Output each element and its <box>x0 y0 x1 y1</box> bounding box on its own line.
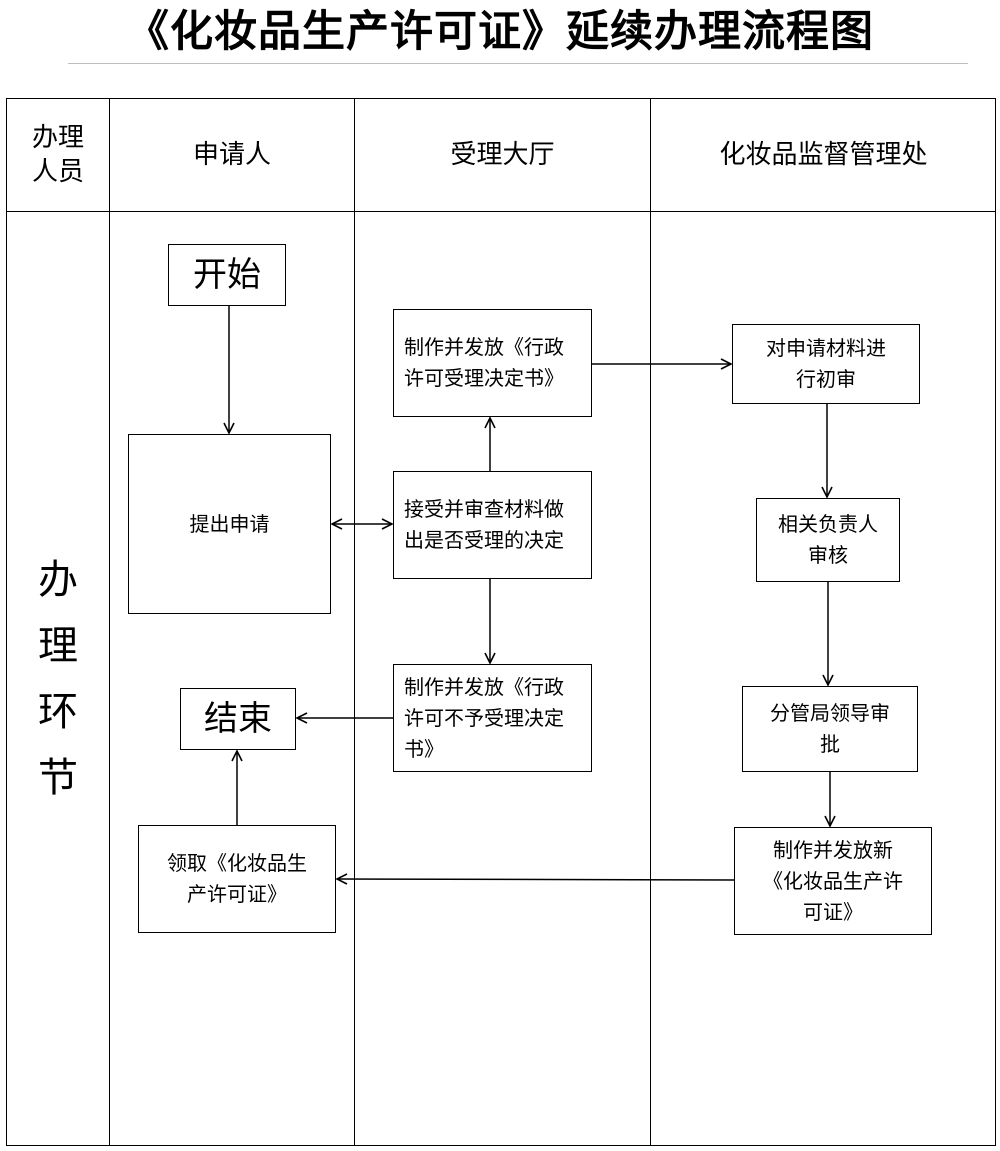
side-label-stage: 办 理 环 节 <box>7 212 109 1146</box>
node-initial-review: 对申请材料进行初审 <box>732 324 920 404</box>
header-role-label: 办理人员 <box>31 123 84 187</box>
header-hall: 受理大厅 <box>450 140 555 170</box>
node-leader-review: 相关负责人审核 <box>756 498 900 582</box>
node-end: 结束 <box>180 688 296 750</box>
column-divider-1 <box>109 98 110 1146</box>
node-start: 开始 <box>168 244 286 306</box>
node-receive-license: 领取《化妆品生产许可证》 <box>138 825 336 933</box>
header-applicant: 申请人 <box>192 140 271 170</box>
node-issue-new-license: 制作并发放新《化妆品生产许可证》 <box>734 827 932 935</box>
page-title: 《化妆品生产许可证》延续办理流程图 <box>126 7 874 57</box>
side-label-char: 理 <box>38 623 78 669</box>
node-submit-application: 提出申请 <box>128 434 331 614</box>
node-issue-rejection: 制作并发放《行政许可不予受理决定书》 <box>393 664 592 772</box>
header-divider <box>6 211 996 212</box>
title-divider <box>68 63 968 64</box>
column-divider-2 <box>354 98 355 1146</box>
node-bureau-approval: 分管局领导审批 <box>742 686 918 772</box>
node-issue-acceptance: 制作并发放《行政许可受理决定书》 <box>393 309 592 417</box>
column-divider-3 <box>650 98 651 1146</box>
node-review-materials: 接受并审查材料做出是否受理的决定 <box>393 471 592 579</box>
header-office: 化妆品监督管理处 <box>719 140 928 170</box>
swimlane-table <box>6 98 996 1146</box>
side-label-char: 办 <box>38 557 78 603</box>
side-label-char: 环 <box>38 689 78 735</box>
side-label-char: 节 <box>38 755 78 801</box>
